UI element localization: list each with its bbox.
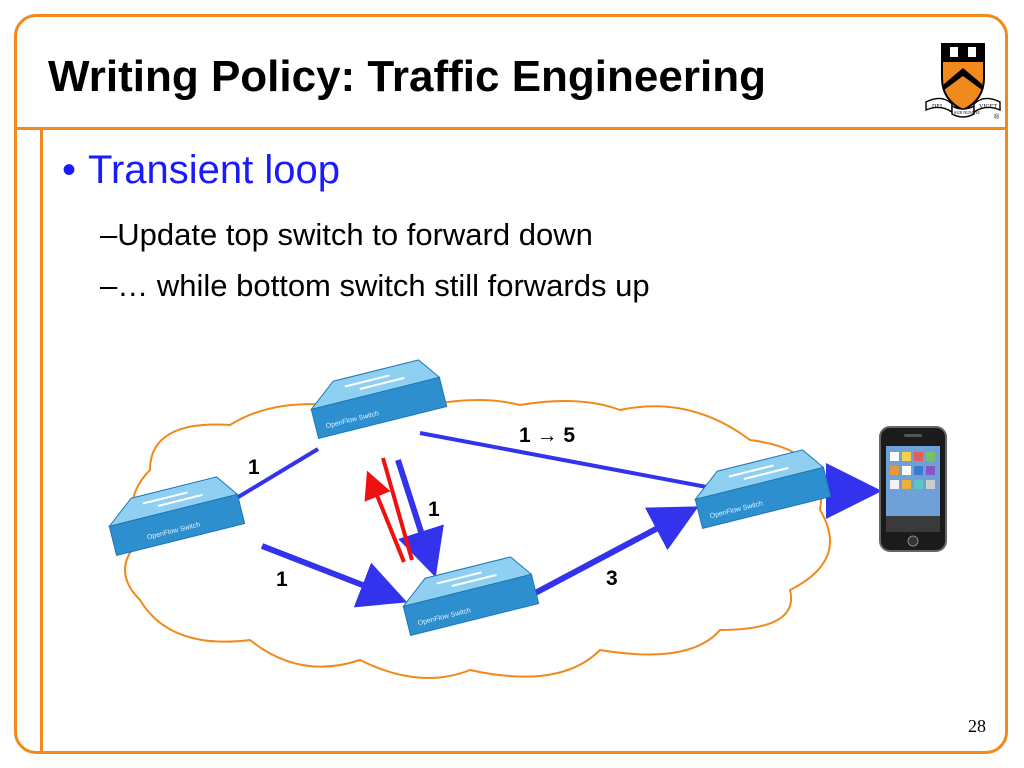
- slide-title: Writing Policy: Traffic Engineering: [48, 52, 766, 101]
- smartphone-icon: [879, 426, 947, 552]
- bullet-marker: •: [62, 148, 77, 192]
- edge-label-left-top: 1: [248, 456, 260, 479]
- side-rule: [40, 127, 43, 754]
- sub-item-bottom-forwards: –… while bottom switch still forwards up: [100, 268, 650, 303]
- openflow-switch-left: OpenFlow Switch: [103, 472, 246, 557]
- openflow-switch-right: OpenFlow Switch: [689, 445, 832, 530]
- logo-text-right: VIGET: [979, 104, 997, 110]
- edge-label-left-bottom: 1: [276, 568, 288, 591]
- openflow-switch-top: OpenFlow Switch: [305, 355, 448, 440]
- logo-registered-mark: ®: [994, 113, 1000, 120]
- logo-text-center: SUB NUMINE: [954, 110, 980, 115]
- edge-label-top-bottom: 1: [428, 498, 440, 521]
- edge-label-bottom-right: 3: [606, 567, 618, 590]
- link-left-top: [223, 447, 320, 507]
- bullet-text: Transient loop: [88, 148, 340, 192]
- openflow-switch-bottom: OpenFlow Switch: [397, 552, 540, 637]
- link-top-bottom: [395, 459, 444, 578]
- edge-label-top-right: 1 → 5: [519, 424, 575, 447]
- link-left-bottom: [260, 543, 408, 608]
- logo-text-left: DEI: [932, 104, 942, 110]
- network-cloud: [124, 394, 831, 679]
- princeton-shield-logo: DEI SUB NUMINE VIGET ®: [925, 43, 1001, 120]
- slide-frame: [14, 14, 1008, 754]
- link-top-right: [419, 431, 713, 490]
- sub-item-update-top: –Update top switch to forward down: [100, 217, 593, 252]
- bullet-transient-loop: •Transient loop: [62, 148, 340, 193]
- page-number: 28: [968, 716, 986, 736]
- link-bottom-right: [520, 506, 699, 603]
- title-rule: [14, 127, 1008, 130]
- loop-arrow-up: [364, 470, 406, 563]
